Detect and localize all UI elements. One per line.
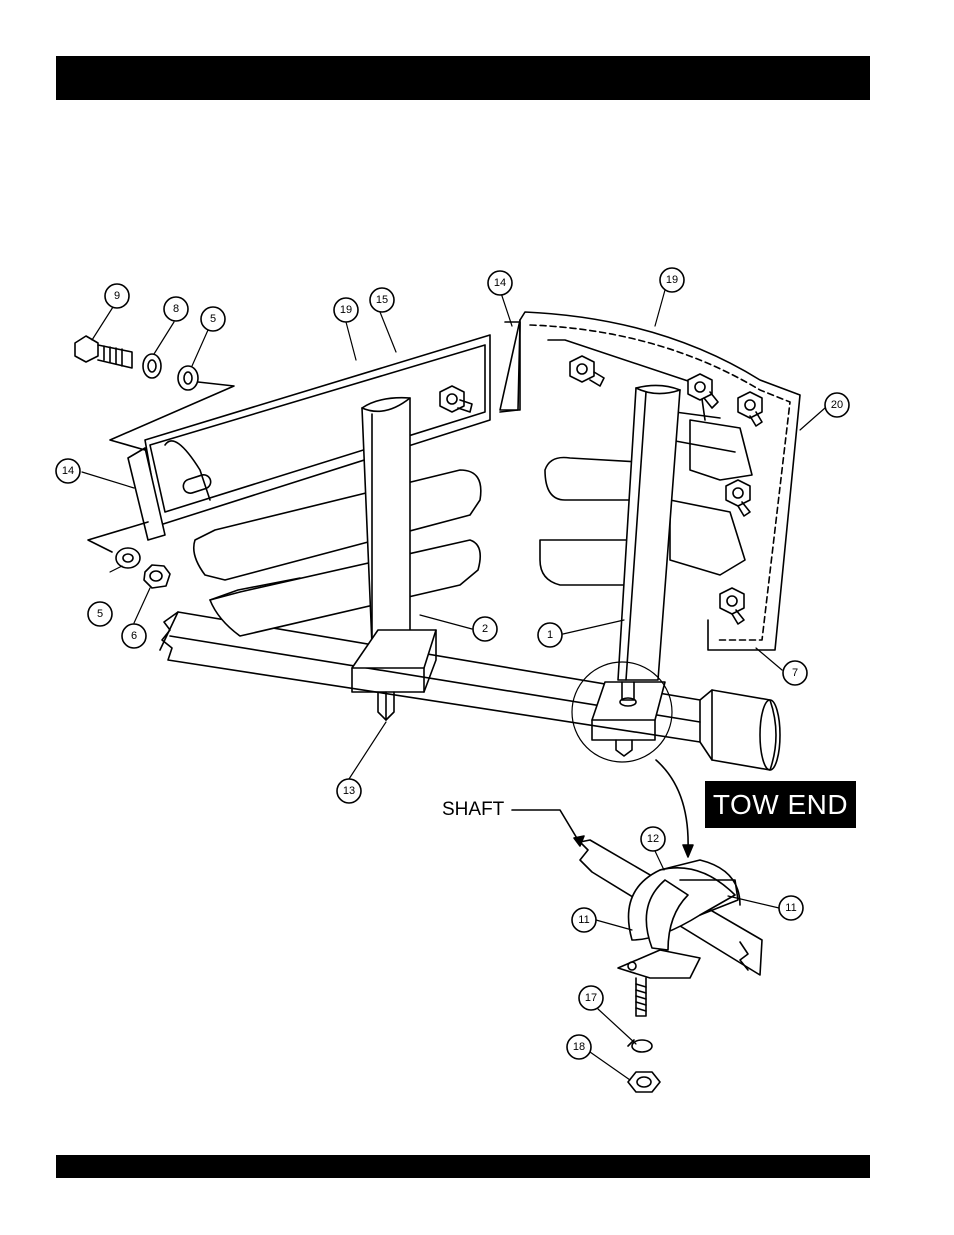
svg-text:9: 9 (114, 290, 120, 302)
detail-inset (512, 810, 762, 1092)
svg-text:17: 17 (585, 992, 597, 1004)
callout-18: 18 (567, 1035, 591, 1059)
svg-text:5: 5 (210, 313, 216, 325)
svg-text:7: 7 (792, 667, 798, 679)
callout-8: 8 (164, 297, 188, 321)
svg-text:19: 19 (666, 274, 678, 286)
callout-19-left: 19 (334, 298, 358, 322)
callout-20: 20 (825, 393, 849, 417)
callout-14-right: 14 (488, 271, 512, 295)
callout-6: 6 (122, 624, 146, 648)
callout-1: 1 (538, 623, 562, 647)
svg-text:5: 5 (97, 608, 103, 620)
callout-17: 17 (579, 986, 603, 1010)
callout-19-right: 19 (660, 268, 684, 292)
callout-5-upper: 5 (201, 307, 225, 331)
svg-text:19: 19 (340, 304, 352, 316)
callout-11-left: 11 (572, 908, 596, 932)
tow-end-roller (700, 690, 780, 770)
svg-text:13: 13 (343, 785, 355, 797)
callout-13: 13 (337, 779, 361, 803)
svg-text:6: 6 (131, 630, 137, 642)
callout-5-lower: 5 (88, 602, 112, 626)
tow-end-label: TOW END (705, 781, 856, 828)
right-blade-assembly (500, 312, 800, 857)
svg-text:11: 11 (785, 902, 796, 914)
callout-2: 2 (473, 617, 497, 641)
svg-text:18: 18 (573, 1041, 585, 1053)
callout-11-right: 11 (779, 896, 803, 920)
callout-12: 12 (641, 827, 665, 851)
svg-text:12: 12 (647, 833, 659, 845)
svg-text:20: 20 (831, 399, 843, 411)
svg-text:14: 14 (62, 465, 74, 477)
callout-15: 15 (370, 288, 394, 312)
shaft-label: SHAFT (442, 799, 504, 821)
callout-7: 7 (783, 661, 807, 685)
svg-text:11: 11 (578, 914, 589, 926)
callout-14-left: 14 (56, 459, 80, 483)
svg-text:15: 15 (376, 294, 388, 306)
svg-text:2: 2 (482, 623, 488, 635)
svg-text:8: 8 (173, 303, 179, 315)
svg-text:14: 14 (494, 277, 506, 289)
callout-9: 9 (105, 284, 129, 308)
svg-text:1: 1 (547, 629, 553, 641)
